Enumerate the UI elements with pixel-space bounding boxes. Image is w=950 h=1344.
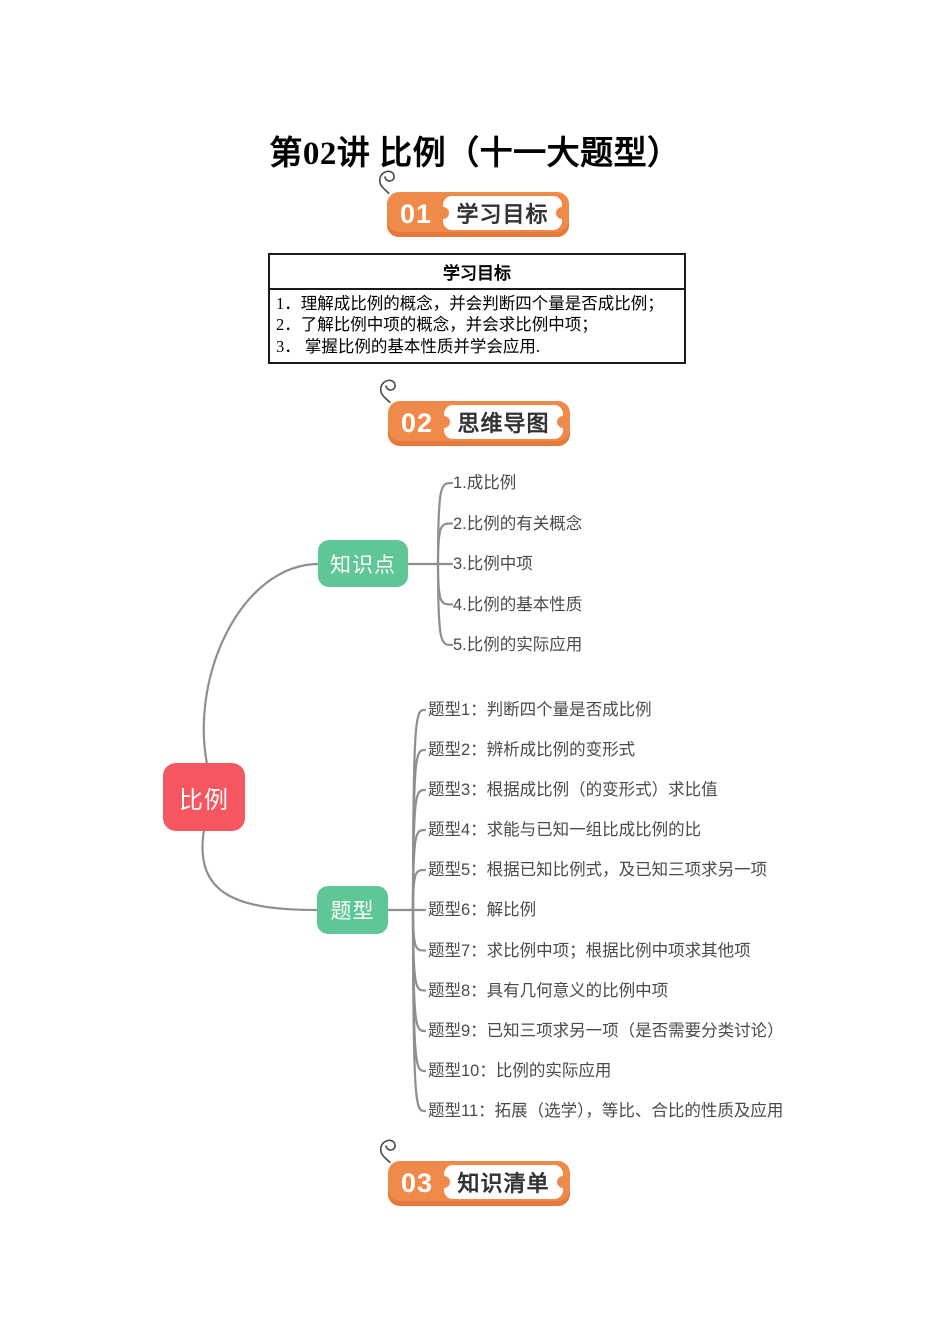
type-item: 题型3：根据成比例（的变形式）求比值 — [428, 781, 718, 799]
type-item: 题型2：辨析成比例的变形式 — [428, 741, 636, 759]
objectives-table: 学习目标 1．理解成比例的概念，并会判断四个量是否成比例； 2．了解比例中项的概… — [268, 253, 686, 364]
mindmap-root-node: 比例 — [163, 763, 245, 831]
badge-label-text: 知识清单 — [457, 1171, 550, 1196]
badge-number: 02 — [400, 408, 434, 438]
knowledge-item: 5.比例的实际应用 — [453, 636, 583, 654]
knowledge-item: 1.成比例 — [453, 474, 517, 492]
knowledge-item: 2.比例的有关概念 — [453, 514, 583, 533]
page-title: 第02讲 比例（十一大题型） — [269, 136, 681, 173]
badge-label: 学习目标 — [437, 196, 568, 230]
badge-notch-left — [437, 207, 449, 219]
badge-notch-right — [557, 416, 569, 428]
objectives-table-body: 1．理解成比例的概念，并会判断四个量是否成比例； 2．了解比例中项的概念，并会求… — [270, 290, 684, 362]
type-item: 题型9：已知三项求另一项（是否需要分类讨论） — [428, 1022, 784, 1040]
badge-notch-right — [556, 207, 568, 219]
badge-label: 思维导图 — [438, 405, 569, 439]
badge-label: 知识清单 — [438, 1165, 569, 1199]
type-item: 题型8：具有几何意义的比例中项 — [428, 981, 669, 1000]
section-badge-mind-map: 02 思维导图 — [379, 379, 570, 446]
badge-number: 01 — [399, 199, 433, 229]
knowledge-item: 3.比例中项 — [453, 555, 533, 573]
badge-notch-left — [438, 1176, 450, 1188]
section-badge-learning-goals: 01 学习目标 — [378, 170, 569, 237]
type-item: 题型1：判断四个量是否成比例 — [428, 701, 652, 719]
knowledge-item: 4.比例的基本性质 — [453, 595, 583, 614]
type-item: 题型10：比例的实际应用 — [428, 1062, 612, 1080]
badge-number: 03 — [400, 1168, 434, 1198]
objectives-table-header: 学习目标 — [270, 255, 684, 290]
badge-notch-right — [557, 1176, 569, 1188]
mindmap-types-node: 题型 — [317, 886, 388, 934]
objective-item: 3． 掌握比例的基本性质并学会应用. — [276, 336, 540, 356]
badge-notch-left — [438, 416, 450, 428]
type-item: 题型7：求比例中项；根据比例中项求其他项 — [428, 941, 751, 960]
badge-label-text: 学习目标 — [456, 202, 549, 227]
objective-item: 2．了解比例中项的概念，并会求比例中项； — [276, 315, 598, 335]
type-item: 题型5：根据已知比例式，及已知三项求另一项 — [428, 861, 768, 879]
badge-label-text: 思维导图 — [457, 411, 550, 436]
objective-item: 1．理解成比例的概念，并会判断四个量是否成比例； — [276, 294, 664, 313]
type-item: 题型4：求能与已知一组比成比例的比 — [428, 821, 702, 839]
type-item: 题型6：解比例 — [428, 901, 537, 919]
mindmap-knowledge-node: 知识点 — [318, 540, 408, 587]
section-badge-knowledge-list: 03 知识清单 — [379, 1139, 570, 1206]
type-item: 题型11：拓展（选学），等比、合比的性质及应用 — [428, 1102, 784, 1120]
